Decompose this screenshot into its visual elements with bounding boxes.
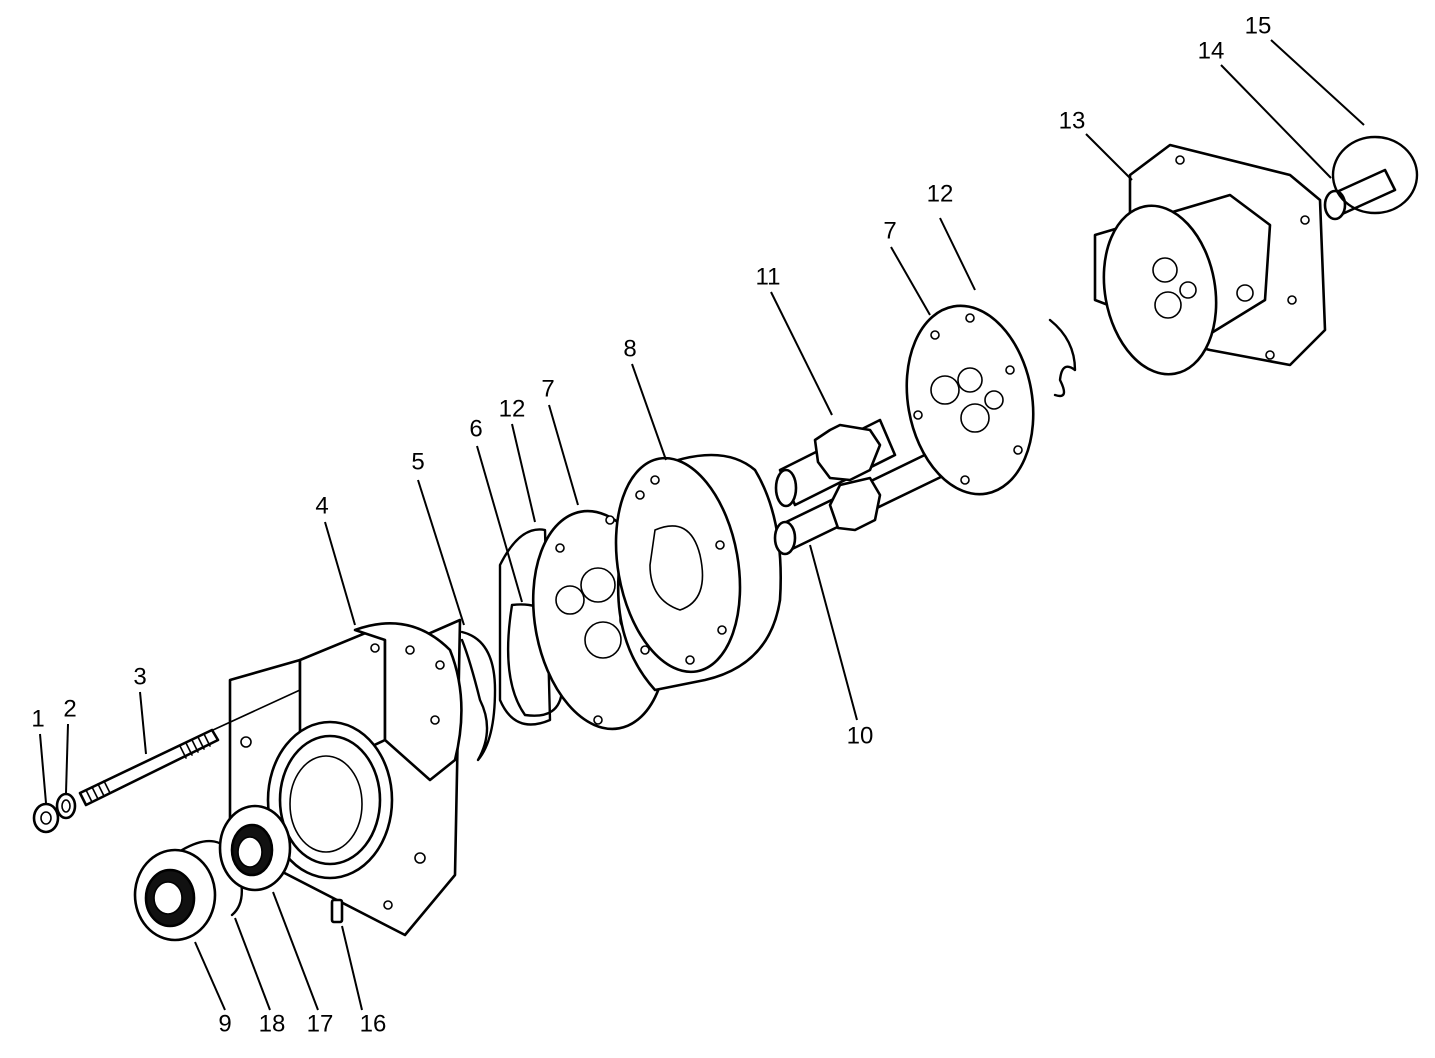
part-15-oring <box>1331 135 1419 215</box>
callout-3: 3 <box>133 663 146 690</box>
part-11-driven-gear <box>774 418 897 508</box>
callout-5: 5 <box>411 448 424 475</box>
callout-7-front: 7 <box>541 375 554 402</box>
callout-6: 6 <box>469 415 482 442</box>
callout-labels: 1 2 3 4 5 6 12 7 8 11 7 12 13 14 15 10 9… <box>31 12 1271 1037</box>
part-12-gasket-rear <box>1048 318 1077 398</box>
callout-12-rear: 12 <box>927 180 954 207</box>
callout-14: 14 <box>1198 37 1225 64</box>
callout-16: 16 <box>360 1010 387 1037</box>
part-12-gasket-front <box>498 528 552 726</box>
callout-2: 2 <box>63 695 76 722</box>
part-13-rear-cover <box>1093 143 1327 376</box>
callout-12-front: 12 <box>499 395 526 422</box>
callout-11: 11 <box>756 263 781 290</box>
part-2-lockwasher <box>55 792 77 820</box>
callout-7-rear: 7 <box>883 217 896 244</box>
part-4-front-body <box>212 618 463 937</box>
callout-13: 13 <box>1059 107 1086 134</box>
callout-17: 17 <box>307 1010 334 1037</box>
callout-18: 18 <box>259 1010 286 1037</box>
part-17-seal <box>218 804 292 892</box>
callout-1: 1 <box>31 705 44 732</box>
part-7-wearplate-rear <box>905 304 1035 496</box>
part-16-dowel <box>330 898 344 924</box>
part-5-seal <box>460 630 497 762</box>
callout-9: 9 <box>218 1010 231 1037</box>
callout-4: 4 <box>315 492 328 519</box>
part-3-stud <box>78 728 220 807</box>
callout-8: 8 <box>623 335 636 362</box>
part-8-gear-housing <box>614 453 782 692</box>
callout-10: 10 <box>847 722 874 749</box>
part-1-nut <box>32 802 60 834</box>
part-9-shaft-seal <box>133 848 217 942</box>
leader-lines <box>39 39 1365 1011</box>
callout-15: 15 <box>1245 12 1272 39</box>
